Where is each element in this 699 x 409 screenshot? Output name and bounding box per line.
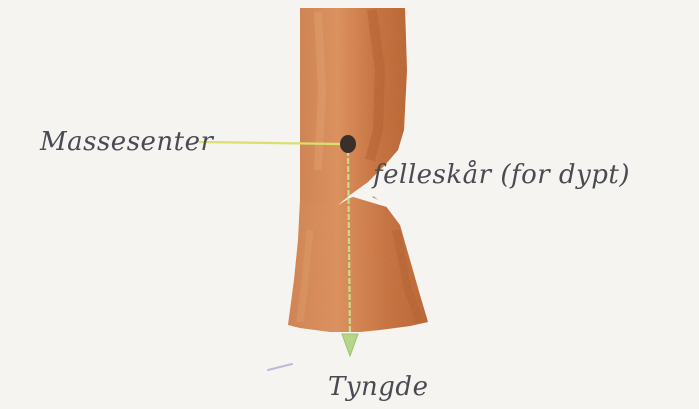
center-of-mass-label: Massesenter (39, 127, 215, 157)
center-of-mass-dot (340, 135, 356, 153)
felling-cut-label: felleskår (for dypt) (371, 159, 630, 190)
gravity-label: Tyngde (328, 372, 428, 402)
